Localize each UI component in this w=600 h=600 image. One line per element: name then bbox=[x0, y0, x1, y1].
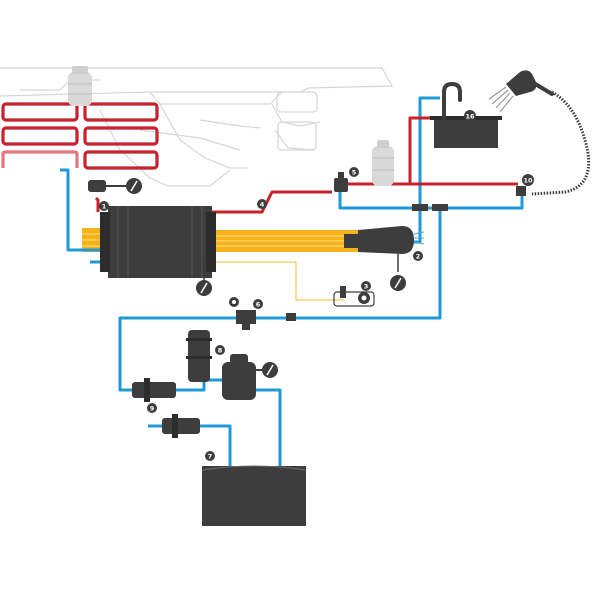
pipe-connectors bbox=[286, 186, 526, 321]
callout-9: 9 bbox=[147, 403, 157, 413]
svg-text:1: 1 bbox=[102, 203, 107, 211]
svg-text:9: 9 bbox=[150, 405, 155, 413]
coolant-radiator-loops bbox=[1, 102, 159, 170]
control-panel bbox=[333, 286, 375, 307]
cold-water-lines bbox=[60, 96, 524, 472]
callout-5: 5 bbox=[349, 167, 359, 177]
svg-text:2: 2 bbox=[416, 253, 421, 261]
faucet-icon bbox=[442, 81, 462, 120]
callout-10: 10 bbox=[522, 174, 534, 186]
pressure-regulator bbox=[229, 297, 256, 330]
hot-water-lines bbox=[94, 116, 518, 214]
svg-text:7: 7 bbox=[208, 453, 213, 461]
shower-head-icon bbox=[488, 70, 554, 113]
shower-hose bbox=[531, 90, 591, 196]
callout-8: 8 bbox=[215, 345, 225, 355]
svg-text:4: 4 bbox=[260, 201, 265, 209]
svg-text:5: 5 bbox=[352, 169, 357, 177]
callout-6: 6 bbox=[253, 299, 263, 309]
sink-icon bbox=[430, 116, 502, 148]
svg-text:10: 10 bbox=[523, 177, 533, 185]
burner-unit bbox=[344, 226, 425, 272]
expansion-tank-left bbox=[68, 66, 92, 106]
accumulator-icon bbox=[372, 140, 394, 186]
callout-1: 1 bbox=[99, 201, 109, 211]
svg-text:16: 16 bbox=[465, 113, 475, 121]
sensor-icon bbox=[196, 262, 406, 378]
callout-4: 4 bbox=[257, 199, 267, 209]
callout-7: 7 bbox=[205, 451, 215, 461]
signal-wires bbox=[210, 261, 344, 301]
thermometer-icon bbox=[88, 178, 142, 194]
callout-16: 16 bbox=[464, 110, 476, 122]
valve-icon bbox=[334, 172, 348, 192]
svg-text:8: 8 bbox=[218, 347, 223, 355]
svg-text:3: 3 bbox=[364, 283, 369, 291]
callout-2: 2 bbox=[413, 251, 423, 261]
filter-icon bbox=[132, 378, 200, 438]
accumulator-tank-8 bbox=[186, 330, 212, 382]
pump-icon bbox=[222, 354, 262, 400]
callout-3: 3 bbox=[361, 281, 371, 291]
svg-text:6: 6 bbox=[256, 301, 261, 309]
engine-icon bbox=[100, 206, 216, 278]
tank-icon bbox=[201, 465, 307, 526]
